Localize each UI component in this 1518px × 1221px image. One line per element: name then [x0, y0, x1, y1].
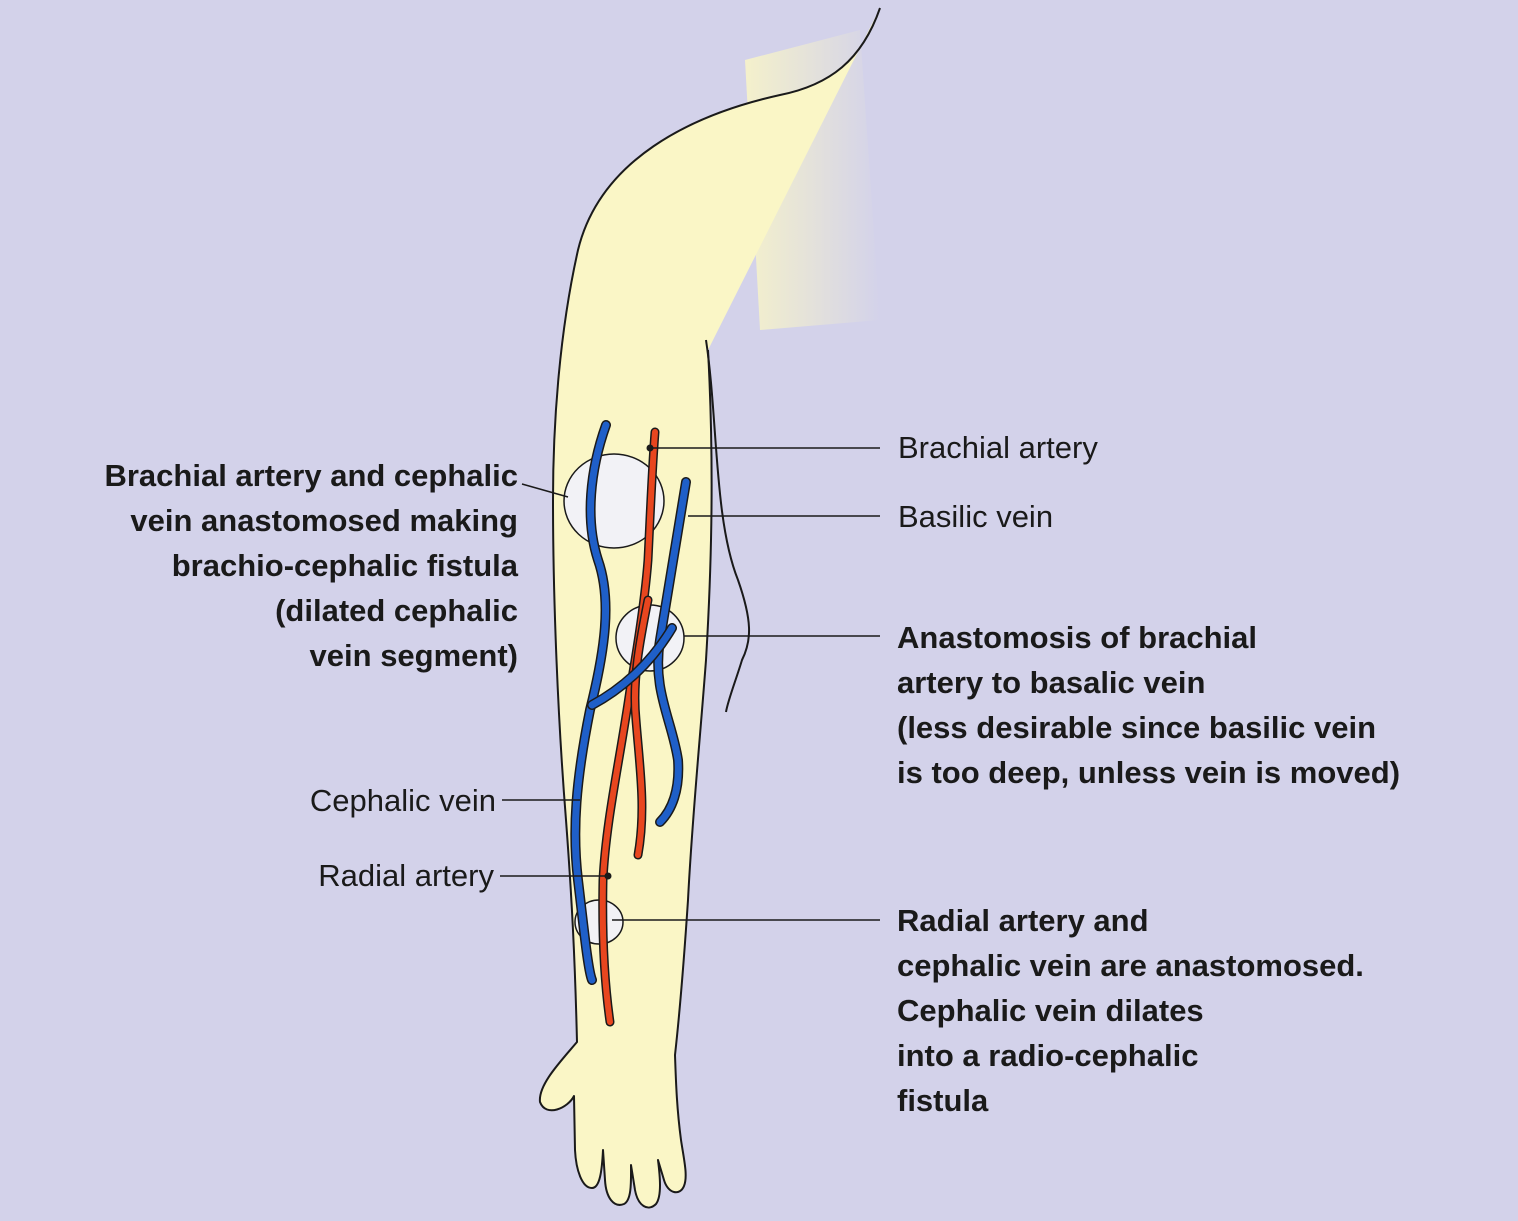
label-brachio-basilic-anastomosis: Anastomosis of brachial artery to basali…	[897, 615, 1400, 795]
label-line: is too deep, unless vein is moved)	[897, 750, 1400, 795]
label-radio-cephalic-fistula: Radial artery and cephalic vein are anas…	[897, 898, 1364, 1123]
label-line: (less desirable since basilic vein	[897, 705, 1400, 750]
label-brachial-artery: Brachial artery	[898, 425, 1098, 470]
label-line: into a radio-cephalic	[897, 1033, 1364, 1078]
label-line: Anastomosis of brachial	[897, 615, 1400, 660]
label-radial-artery: Radial artery	[200, 853, 494, 898]
label-brachio-cephalic-fistula: Brachial artery and cephalic vein anasto…	[4, 453, 518, 678]
label-line: Brachial artery and cephalic	[4, 453, 518, 498]
label-line: fistula	[897, 1078, 1364, 1123]
radial-artery-marker	[605, 873, 612, 880]
label-line: Radial artery and	[897, 898, 1364, 943]
label-basilic-vein: Basilic vein	[898, 494, 1053, 539]
label-line: vein segment)	[4, 633, 518, 678]
label-line: artery to basalic vein	[897, 660, 1400, 705]
elbow-contour	[706, 340, 749, 712]
brachial-artery-marker	[647, 445, 654, 452]
label-line: brachio-cephalic fistula	[4, 543, 518, 588]
label-line: vein anastomosed making	[4, 498, 518, 543]
label-line: Cephalic vein dilates	[897, 988, 1364, 1033]
label-cephalic-vein: Cephalic vein	[200, 778, 496, 823]
label-line: cephalic vein are anastomosed.	[897, 943, 1364, 988]
label-line: (dilated cephalic	[4, 588, 518, 633]
